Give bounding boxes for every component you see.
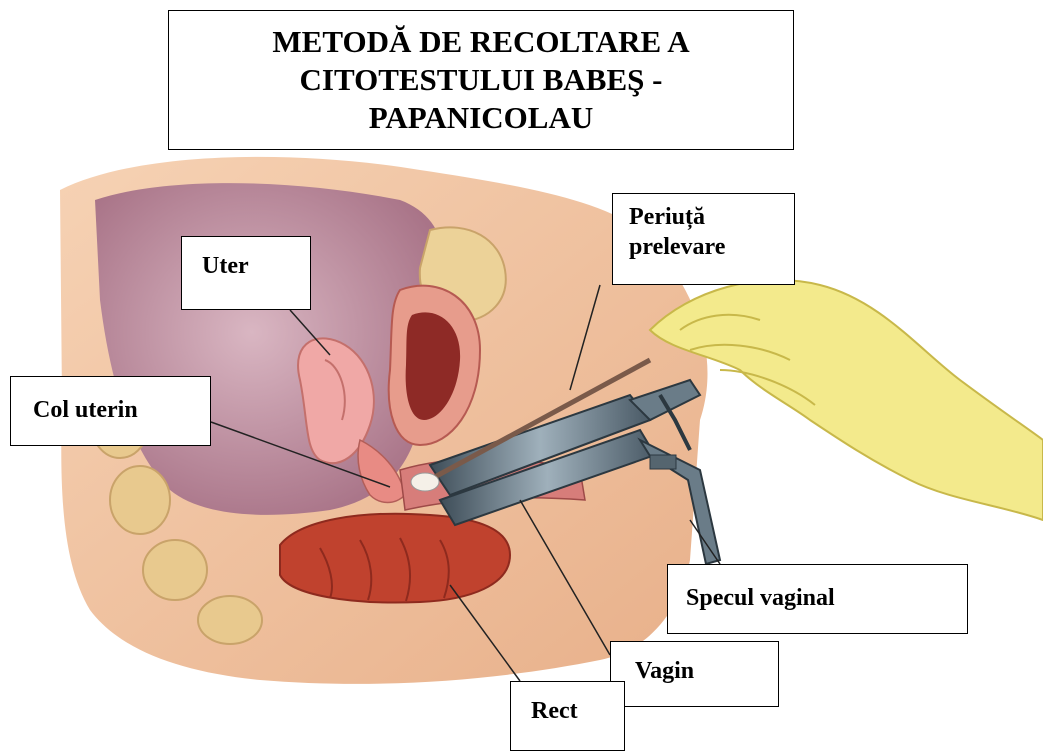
label-periuta-text: Periuță prelevare bbox=[629, 202, 794, 262]
label-rect-text: Rect bbox=[531, 696, 624, 726]
label-specul-text: Specul vaginal bbox=[686, 583, 967, 613]
label-rect: Rect bbox=[510, 681, 625, 751]
title-box: METODĂ DE RECOLTARE A CITOTESTULUI BABEŞ… bbox=[168, 10, 794, 150]
label-vagin: Vagin bbox=[610, 641, 779, 707]
label-periuta-prelevare: Periuță prelevare bbox=[612, 193, 795, 285]
label-vagin-text: Vagin bbox=[635, 656, 778, 686]
label-specul-vaginal: Specul vaginal bbox=[667, 564, 968, 634]
label-uter: Uter bbox=[181, 236, 311, 310]
label-uter-text: Uter bbox=[202, 251, 310, 281]
label-col-uterin-text: Col uterin bbox=[33, 395, 210, 425]
rectum bbox=[280, 514, 510, 603]
label-col-uterin: Col uterin bbox=[10, 376, 211, 446]
diagram-title: METODĂ DE RECOLTARE A CITOTESTULUI BABEŞ… bbox=[242, 23, 719, 137]
